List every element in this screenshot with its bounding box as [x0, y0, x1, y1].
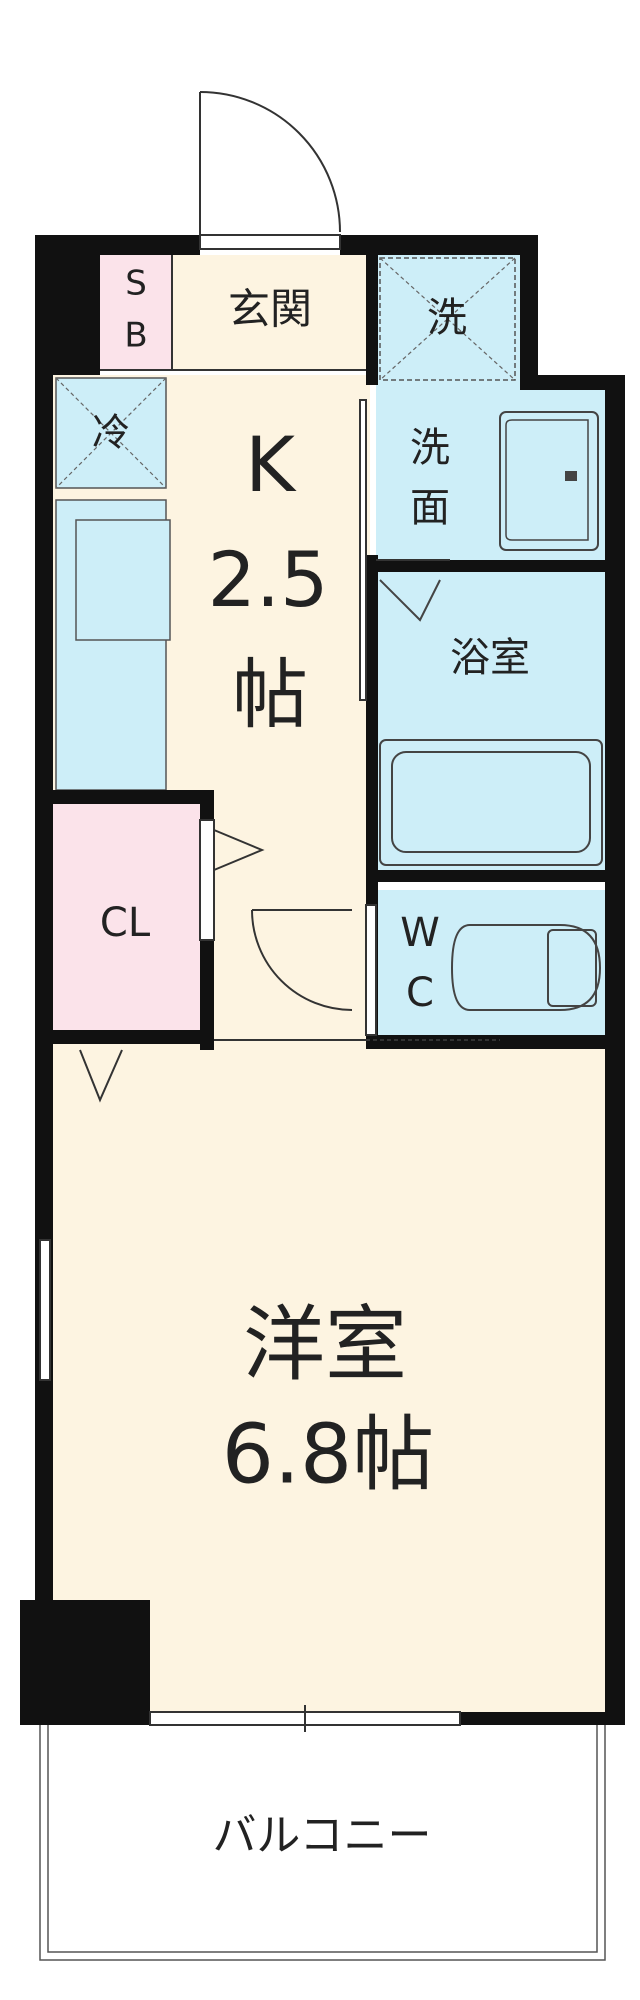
- bathroom-label: 浴室: [450, 635, 530, 681]
- kitchen-name: K: [245, 420, 297, 509]
- balcony-window: [149, 1705, 461, 1732]
- thin-lines: [100, 255, 500, 1041]
- toilet-label-c: C: [406, 970, 434, 1016]
- toilet-label-w: W: [400, 910, 440, 956]
- balcony-outline: [39, 1725, 606, 1961]
- closet-label: CL: [100, 900, 151, 946]
- western-room-size: 6.8帖: [222, 1407, 434, 1502]
- kitchen-unit: 帖: [232, 650, 308, 739]
- stove: [75, 519, 171, 641]
- toilet-floor: [376, 890, 608, 1045]
- entrance-door: [199, 91, 341, 250]
- closet-door: [199, 819, 215, 941]
- balcony-label: バルコニー: [212, 1810, 431, 1861]
- fridge-cross: [55, 377, 167, 489]
- bathroom-floor: [376, 570, 608, 870]
- washbasin: [499, 411, 599, 551]
- entrance-floor: [172, 255, 370, 370]
- shoe-box-label-b: B: [124, 316, 147, 356]
- western-room-name: 洋室: [243, 1297, 407, 1392]
- washroom-label-1: 洗: [410, 425, 450, 471]
- bathtub: [379, 579, 603, 866]
- fridge-label: 冷: [92, 411, 130, 455]
- shoe-box-label-s: S: [125, 264, 147, 304]
- toilet-fixture: [450, 924, 602, 1011]
- closet-floor: [52, 800, 202, 1040]
- window-left: [39, 1239, 51, 1381]
- washroom-label-2: 面: [410, 485, 450, 531]
- laundry-label: 洗: [427, 295, 467, 341]
- kitchen-doors: [79, 399, 377, 1103]
- entrance-label: 玄関: [228, 285, 312, 334]
- shoe-box-floor: [100, 255, 172, 370]
- laundry-cross: [379, 257, 516, 381]
- kitchen-size: 2.5: [208, 535, 329, 624]
